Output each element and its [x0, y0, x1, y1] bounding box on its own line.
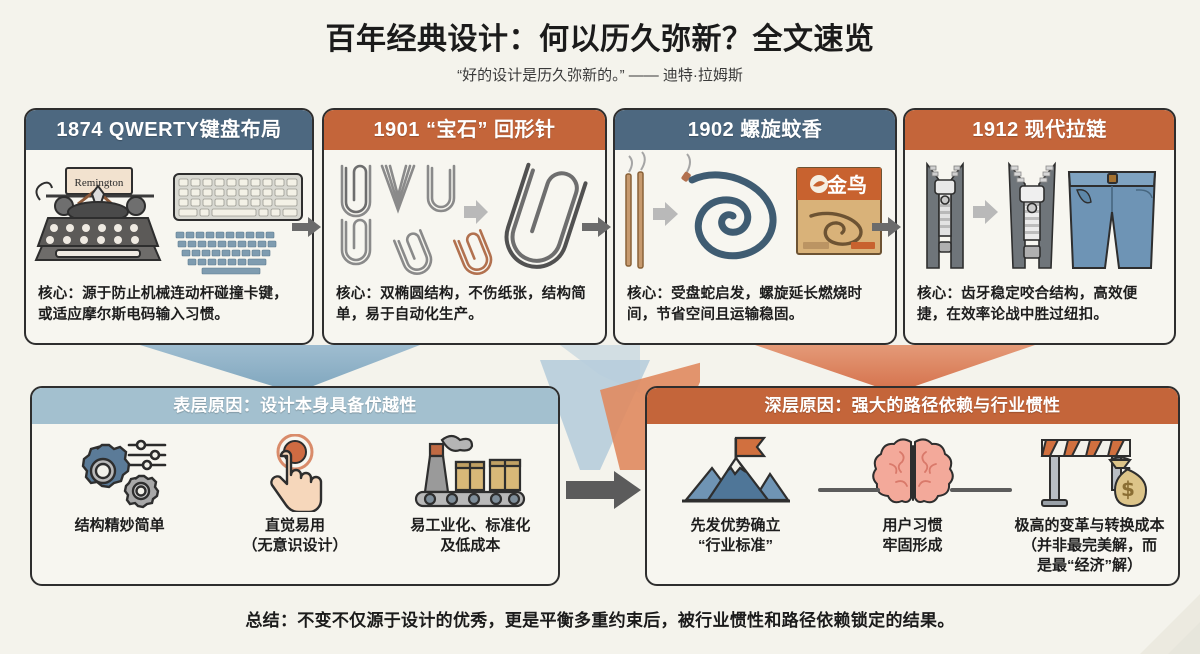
paperclip-variants-icon [340, 164, 493, 275]
incense-sticks-icon [625, 151, 646, 269]
zipper-inner-arrow-icon [973, 200, 998, 224]
card-title-mosquito-coil: 1902 螺旋蚊香 [615, 110, 895, 150]
pillar-label-switching-cost: 极高的变革与转换成本（并非最完美解，而是最“经济”解） [1014, 517, 1165, 574]
pillar-industrializable[interactable]: 易工业化、标准化及低成本 [383, 424, 558, 584]
card-art-qwerty: Remington [26, 150, 312, 278]
onscreen-keyboard-icon [175, 231, 277, 275]
gem-paperclip-icon [504, 162, 588, 269]
tap-hand-icon [249, 432, 341, 514]
corner-watermark [1140, 594, 1200, 654]
zipper-icon [926, 161, 964, 269]
pillar-structure[interactable]: 结构精妙简单 [32, 424, 207, 584]
coil-inner-arrow-icon [653, 202, 678, 226]
card-paperclip[interactable]: 1901 “宝石” 回形针 [322, 108, 607, 345]
spiral-coil-icon [681, 153, 777, 260]
qwerty-illustration: Remington [34, 167, 303, 275]
summary-text: 总结：不变不仅源于设计的优秀，更是平衡多重约束后，被行业惯性和路径依赖锁定的结果… [245, 611, 955, 630]
pillar-first-mover[interactable]: 先发优势确立“行业标准” [647, 424, 824, 584]
page-title: 百年经典设计：何以历久弥新？全文速览 [325, 23, 875, 56]
pillar-list-surface: 结构精妙简单 直觉易用（无意识设计） [32, 424, 558, 584]
paperclip-inner-arrow-icon [464, 200, 488, 224]
pillar-label-industrializable: 易工业化、标准化及低成本 [410, 517, 531, 554]
gears-icon [65, 432, 175, 514]
pillar-switching-cost[interactable]: $ 极高的变革与转换成本（并非最完美解，而是最“经济”解） [1001, 424, 1178, 584]
card-art-mosquito-coil: 金鸟 [615, 150, 895, 278]
page-subtitle: “好的设计是历久弥新的。” —— 迪特·拉姆斯 [457, 67, 743, 84]
jeans-icon [1067, 171, 1157, 269]
card-note-mosquito-coil: 核心：受盘蛇启发，螺旋延长燃烧时间，节省空间且运输稳固。 [627, 286, 863, 324]
money-symbol-label: $ [1121, 477, 1135, 501]
funnel-right-shape [755, 345, 1035, 393]
coil-illustration: 金鸟 [625, 151, 882, 269]
pillar-intuitive[interactable]: 直觉易用（无意识设计） [207, 424, 382, 584]
pillar-label-user-habit: 用户习惯牢固形成 [882, 517, 943, 554]
card-title-paperclip: 1901 “宝石” 回形针 [324, 110, 605, 150]
card-arrow-3 [872, 217, 901, 237]
factory-conveyor-icon [410, 432, 530, 514]
panel-title-deep: 深层原因：强大的路径依赖与行业惯性 [647, 388, 1178, 424]
card-art-paperclip [324, 150, 605, 278]
coil-box-brand-label: 金鸟 [826, 173, 867, 197]
panel-deep-reasons[interactable]: 深层原因：强大的路径依赖与行业惯性 [645, 386, 1180, 586]
card-arrow-2 [582, 217, 611, 237]
barrier-moneybag-icon: $ [1028, 432, 1152, 514]
pillar-list-deep: 先发优势确立“行业标准” [647, 424, 1178, 584]
card-note-zipper: 核心：齿牙稳定咬合结构，高效便捷，在效率论战中胜过纽扣。 [917, 286, 1138, 324]
pillar-label-first-mover: 先发优势确立“行业标准” [690, 517, 781, 554]
card-note-paperclip: 核心：双椭圆结构，不伤纸张，结构简单，易于自动化生产。 [336, 286, 586, 324]
paperclip-illustration [340, 162, 588, 275]
deep-connector-2 [950, 488, 1012, 492]
card-art-zipper [905, 150, 1174, 278]
card-title-qwerty: 1874 QWERTY键盘布局 [26, 110, 312, 150]
brain-icon [870, 432, 956, 514]
coil-box-icon: 金鸟 [796, 167, 882, 255]
zipper-open-icon [1008, 161, 1056, 269]
keyboard-icon [173, 173, 303, 221]
card-note-qwerty: 核心：源于防止机械连动杆碰撞卡键，或适应摩尔斯电码输入习惯。 [38, 286, 288, 324]
panel-title-surface: 表层原因：设计本身具备优越性 [32, 388, 558, 424]
zipper-illustration [926, 161, 1157, 269]
typewriter-icon [34, 167, 162, 261]
pillar-label-intuitive: 直觉易用（无意识设计） [242, 517, 348, 554]
mountain-flag-icon [678, 432, 794, 514]
funnel-left-shape [140, 345, 420, 393]
card-arrow-1 [292, 217, 321, 237]
typewriter-brand-label: Remington [75, 177, 124, 189]
panel-surface-reasons[interactable]: 表层原因：设计本身具备优越性 [30, 386, 560, 586]
card-title-zipper: 1912 现代拉链 [905, 110, 1174, 150]
pillar-label-structure: 结构精妙简单 [74, 517, 165, 534]
deep-connector-1 [818, 488, 880, 492]
pillar-user-habit[interactable]: 用户习惯牢固形成 [824, 424, 1001, 584]
card-zipper[interactable]: 1912 现代拉链 [903, 108, 1176, 345]
card-mosquito-coil[interactable]: 1902 螺旋蚊香 [613, 108, 897, 345]
panels-connector-arrow [566, 471, 641, 509]
card-qwerty[interactable]: 1874 QWERTY键盘布局 [24, 108, 314, 345]
